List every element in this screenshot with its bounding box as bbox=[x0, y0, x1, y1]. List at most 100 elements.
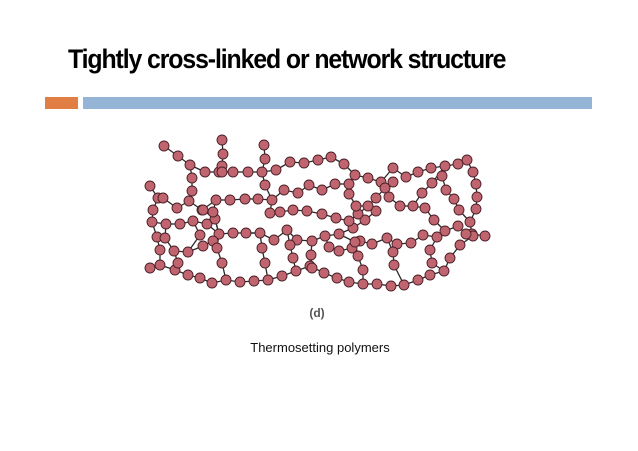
monomer-bead-icon bbox=[146, 216, 158, 228]
monomer-bead-icon bbox=[330, 212, 342, 224]
monomer-bead-icon bbox=[182, 246, 194, 258]
monomer-bead-icon bbox=[428, 214, 440, 226]
monomer-bead-icon bbox=[366, 238, 378, 250]
monomer-bead-icon bbox=[182, 269, 194, 281]
monomer-bead-icon bbox=[216, 134, 228, 146]
title-accent-bar-blue bbox=[83, 97, 592, 109]
monomer-bead-icon bbox=[440, 184, 452, 196]
monomer-bead-icon bbox=[370, 205, 382, 217]
monomer-bead-icon bbox=[207, 206, 219, 218]
monomer-bead-icon bbox=[387, 176, 399, 188]
monomer-bead-icon bbox=[254, 227, 266, 239]
monomer-bead-icon bbox=[323, 241, 335, 253]
monomer-bead-icon bbox=[460, 228, 472, 240]
monomer-bead-icon bbox=[270, 164, 282, 176]
monomer-bead-icon bbox=[227, 227, 239, 239]
monomer-bead-icon bbox=[264, 207, 276, 219]
monomer-bead-icon bbox=[385, 280, 397, 292]
monomer-bead-icon bbox=[338, 158, 350, 170]
monomer-bead-icon bbox=[424, 269, 436, 281]
title-accent-bar-orange bbox=[45, 97, 78, 109]
monomer-bead-icon bbox=[371, 278, 383, 290]
monomer-bead-icon bbox=[259, 257, 271, 269]
monomer-bead-icon bbox=[350, 200, 362, 212]
monomer-bead-icon bbox=[256, 166, 268, 178]
monomer-bead-icon bbox=[194, 229, 206, 241]
monomer-bead-icon bbox=[303, 179, 315, 191]
monomer-bead-icon bbox=[186, 172, 198, 184]
monomer-bead-icon bbox=[319, 230, 331, 242]
monomer-bead-icon bbox=[471, 191, 483, 203]
monomer-bead-icon bbox=[201, 218, 213, 230]
monomer-bead-icon bbox=[424, 244, 436, 256]
monomer-bead-icon bbox=[400, 171, 412, 183]
monomer-bead-icon bbox=[268, 234, 280, 246]
monomer-bead-icon bbox=[259, 179, 271, 191]
monomer-bead-icon bbox=[333, 245, 345, 257]
monomer-bead-icon bbox=[312, 154, 324, 166]
monomer-bead-icon bbox=[325, 151, 337, 163]
monomer-bead-icon bbox=[172, 150, 184, 162]
monomer-bead-icon bbox=[211, 242, 223, 254]
monomer-bead-icon bbox=[248, 275, 260, 287]
monomer-bead-icon bbox=[216, 257, 228, 269]
monomer-bead-icon bbox=[287, 204, 299, 216]
monomer-bead-icon bbox=[206, 277, 218, 289]
monomer-bead-icon bbox=[186, 185, 198, 197]
monomer-bead-icon bbox=[412, 166, 424, 178]
monomer-bead-icon bbox=[234, 276, 246, 288]
monomer-bead-icon bbox=[416, 187, 428, 199]
monomer-bead-icon bbox=[258, 139, 270, 151]
monomer-bead-icon bbox=[349, 169, 361, 181]
monomer-bead-icon bbox=[343, 188, 355, 200]
monomer-bead-icon bbox=[318, 267, 330, 279]
monomer-bead-icon bbox=[171, 202, 183, 214]
monomer-bead-icon bbox=[470, 178, 482, 190]
monomer-bead-icon bbox=[266, 194, 278, 206]
monomer-bead-icon bbox=[298, 157, 310, 169]
monomer-bead-icon bbox=[439, 160, 451, 172]
monomer-bead-icon bbox=[281, 224, 293, 236]
monomer-bead-icon bbox=[216, 166, 228, 178]
monomer-bead-icon bbox=[383, 191, 395, 203]
monomer-bead-icon bbox=[184, 159, 196, 171]
monomer-bead-icon bbox=[359, 214, 371, 226]
monomer-bead-icon bbox=[448, 193, 460, 205]
monomer-bead-icon bbox=[174, 218, 186, 230]
monomer-bead-icon bbox=[343, 178, 355, 190]
monomer-bead-icon bbox=[183, 195, 195, 207]
monomer-bead-icon bbox=[187, 215, 199, 227]
monomer-bead-icon bbox=[284, 156, 296, 168]
monomer-bead-icon bbox=[316, 208, 328, 220]
monomer-bead-icon bbox=[464, 216, 476, 228]
monomer-bead-icon bbox=[452, 158, 464, 170]
monomer-bead-icon bbox=[405, 237, 417, 249]
monomer-bead-icon bbox=[394, 200, 406, 212]
monomer-bead-icon bbox=[220, 274, 232, 286]
monomer-bead-icon bbox=[305, 249, 317, 261]
monomer-bead-icon bbox=[444, 252, 456, 264]
monomer-bead-icon bbox=[287, 252, 299, 264]
monomer-bead-icon bbox=[331, 272, 343, 284]
diagram-caption: Thermosetting polymers bbox=[250, 340, 390, 355]
monomer-bead-icon bbox=[398, 279, 410, 291]
monomer-bead-icon bbox=[172, 257, 184, 269]
monomer-bead-icon bbox=[370, 192, 382, 204]
monomer-bead-icon bbox=[387, 246, 399, 258]
monomer-bead-icon bbox=[438, 265, 450, 277]
monomer-bead-icon bbox=[453, 204, 465, 216]
monomer-bead-icon bbox=[479, 230, 491, 242]
monomer-bead-icon bbox=[168, 245, 180, 257]
monomer-bead-icon bbox=[144, 180, 156, 192]
monomer-bead-icon bbox=[217, 148, 229, 160]
monomer-bead-icon bbox=[352, 250, 364, 262]
monomer-bead-icon bbox=[419, 202, 431, 214]
monomer-bead-icon bbox=[467, 166, 479, 178]
monomer-bead-icon bbox=[343, 215, 355, 227]
monomer-bead-icon bbox=[379, 182, 391, 194]
monomer-bead-icon bbox=[159, 232, 171, 244]
monomer-bead-icon bbox=[157, 192, 169, 204]
monomer-bead-icon bbox=[242, 166, 254, 178]
monomer-bead-icon bbox=[194, 272, 206, 284]
